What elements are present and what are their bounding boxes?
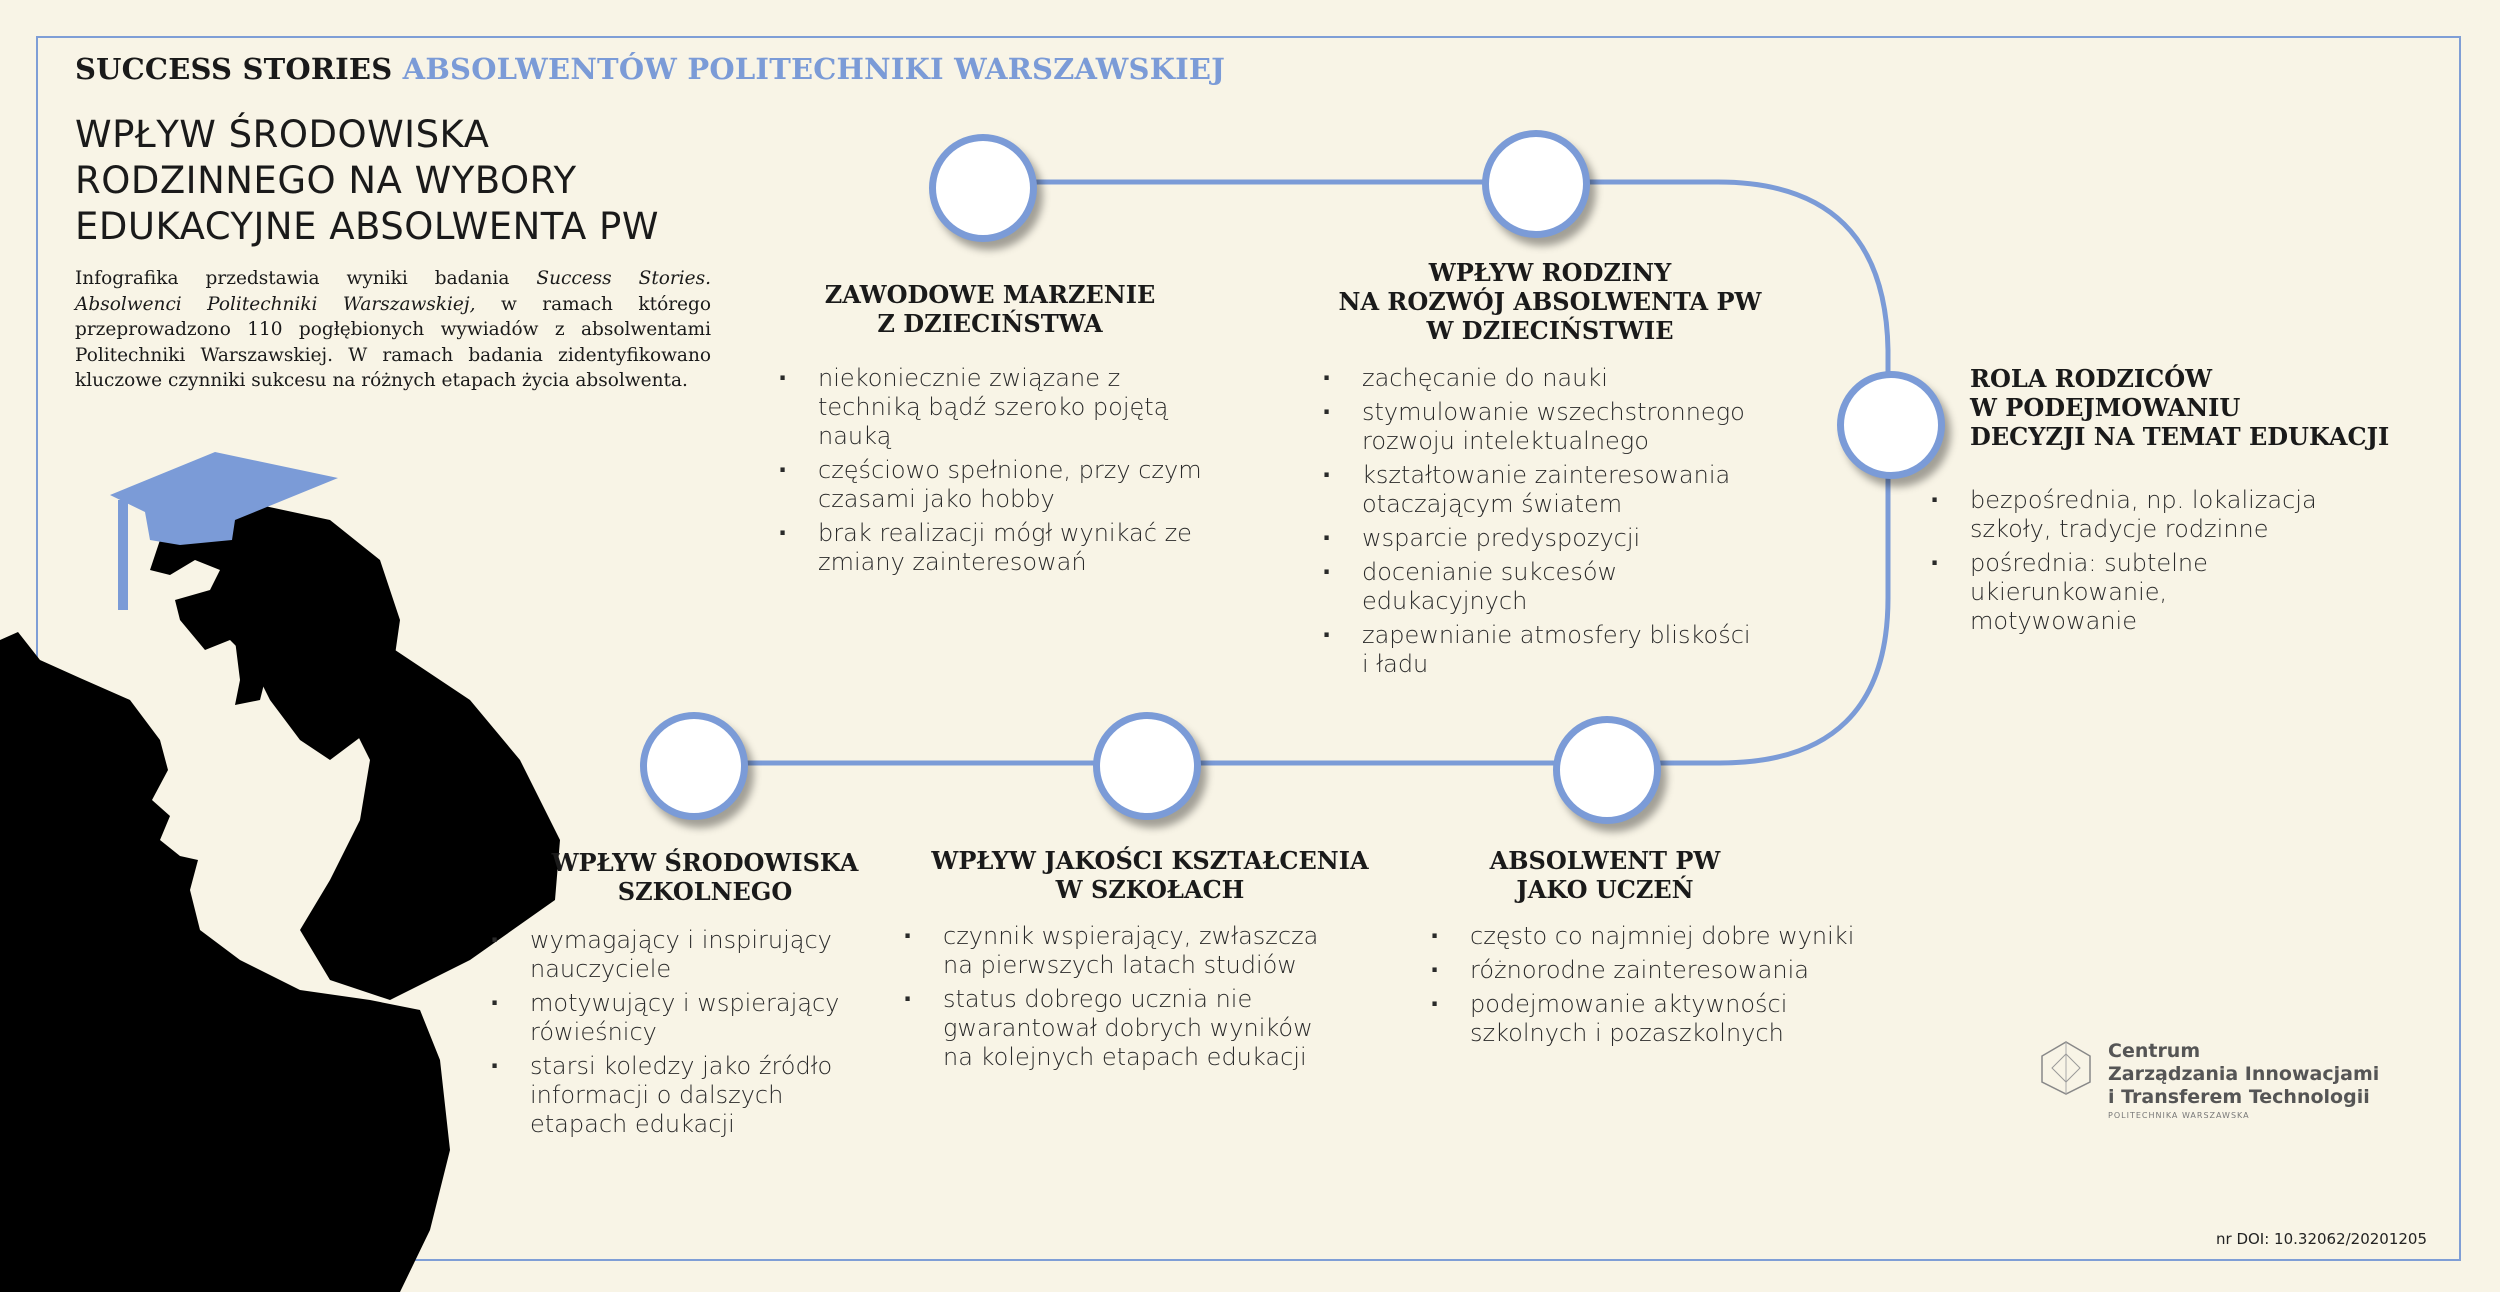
list-item: zapewnianie atmosfery bliskości i ładu xyxy=(1322,621,1762,679)
list-item: niekoniecznie związane z techniką bądź s… xyxy=(778,364,1228,451)
list-item: wymagający i inspirujący nauczyciele xyxy=(490,926,850,984)
list-item: często co najmniej dobre wyniki xyxy=(1430,922,1890,951)
parent-silhouette xyxy=(0,632,450,1292)
stage-1-bullets: niekoniecznie związane z techniką bądź s… xyxy=(778,364,1228,582)
list-item: bezpośrednia, np. lokalizacja szkoły, tr… xyxy=(1930,486,2330,544)
stage-4-bullets: często co najmniej dobre wyniki różnorod… xyxy=(1430,922,1890,1053)
stage-5-bullets: czynnik wspierający, zwłaszcza na pierws… xyxy=(903,922,1323,1077)
node-stage-5 xyxy=(1093,712,1201,820)
list-item: podejmowanie aktywności szkolnych i poza… xyxy=(1430,990,1890,1048)
title-line: WPŁYW ŚRODOWISKA xyxy=(75,113,490,156)
list-item: zachęcanie do nauki xyxy=(1322,364,1762,393)
node-stage-6 xyxy=(640,712,748,820)
title-line: EDUKACYJNE ABSOLWENTA PW xyxy=(75,205,659,248)
list-item: częściowo spełnione, przy czym czasami j… xyxy=(778,456,1228,514)
stage-6-bullets: wymagający i inspirujący nauczyciele mot… xyxy=(490,926,850,1144)
doi-text: nr DOI: 10.32062/20201205 xyxy=(2216,1230,2428,1248)
node-stage-2 xyxy=(1482,130,1590,238)
list-item: brak realizacji mógł wynikać ze zmiany z… xyxy=(778,519,1228,577)
node-stage-4 xyxy=(1553,716,1661,824)
list-item: stymulowanie wszechstronnego rozwoju int… xyxy=(1322,398,1762,456)
graduation-cap-icon xyxy=(110,452,338,545)
list-item: czynnik wspierający, zwłaszcza na pierws… xyxy=(903,922,1323,980)
list-item: status dobrego ucznia nie gwarantował do… xyxy=(903,985,1323,1072)
header: SUCCESS STORIES ABSOLWENTÓW POLITECHNIKI… xyxy=(75,52,1225,86)
node-stage-1 xyxy=(929,134,1037,242)
intro-text: Infografika przedstawia wyniki badania S… xyxy=(75,268,711,391)
stage-3-title: ROLA RODZICÓW W PODEJMOWANIU DECYZJI NA … xyxy=(1970,364,2390,451)
cap-tassel xyxy=(118,500,128,610)
stage-3-bullets: bezpośrednia, np. lokalizacja szkoły, tr… xyxy=(1930,486,2330,641)
stage-6-title: WPŁYW ŚRODOWISKA SZKOLNEGO xyxy=(551,848,859,906)
header-part1: SUCCESS STORIES xyxy=(75,52,393,86)
logo-subtitle: POLITECHNIKA WARSZAWSKA xyxy=(2108,1111,2250,1120)
list-item: starsi koledzy jako źródło informacji o … xyxy=(490,1052,850,1139)
border-frame xyxy=(36,36,2461,1261)
header-part2: ABSOLWENTÓW POLITECHNIKI WARSZAWSKIEJ xyxy=(402,52,1226,86)
stage-5-title: WPŁYW JAKOŚCI KSZTAŁCENIA W SZKOŁACH xyxy=(931,846,1369,904)
list-item: wsparcie predyspozycji xyxy=(1322,524,1762,553)
logo-text: Centrum Zarządzania Innowacjami i Transf… xyxy=(2108,1040,2380,1108)
child-silhouette xyxy=(150,505,400,760)
list-item: docenianie sukcesów edukacyjnych xyxy=(1322,558,1762,616)
list-item: różnorodne zainteresowania xyxy=(1430,956,1890,985)
list-item: kształtowanie zainteresowania otaczający… xyxy=(1322,461,1762,519)
page-title: WPŁYW ŚRODOWISKA RODZINNEGO NA WYBORY ED… xyxy=(75,112,695,250)
stage-4-title: ABSOLWENT PW JAKO UCZEŃ xyxy=(1489,846,1721,904)
stage-2-bullets: zachęcanie do nauki stymulowanie wszechs… xyxy=(1322,364,1762,684)
node-stage-3 xyxy=(1837,371,1945,479)
stage-1-title: ZAWODOWE MARZENIE Z DZIECIŃSTWA xyxy=(824,280,1156,338)
stage-2-title: WPŁYW RODZINY NA ROZWÓJ ABSOLWENTA PW W … xyxy=(1338,258,1762,345)
title-line: RODZINNEGO NA WYBORY xyxy=(75,159,577,202)
geometric-logo-icon xyxy=(2041,1041,2091,1095)
list-item: motywujący i wspierający rówieśnicy xyxy=(490,989,850,1047)
list-item: pośrednia: subtelne ukierunkowanie, moty… xyxy=(1930,549,2330,636)
